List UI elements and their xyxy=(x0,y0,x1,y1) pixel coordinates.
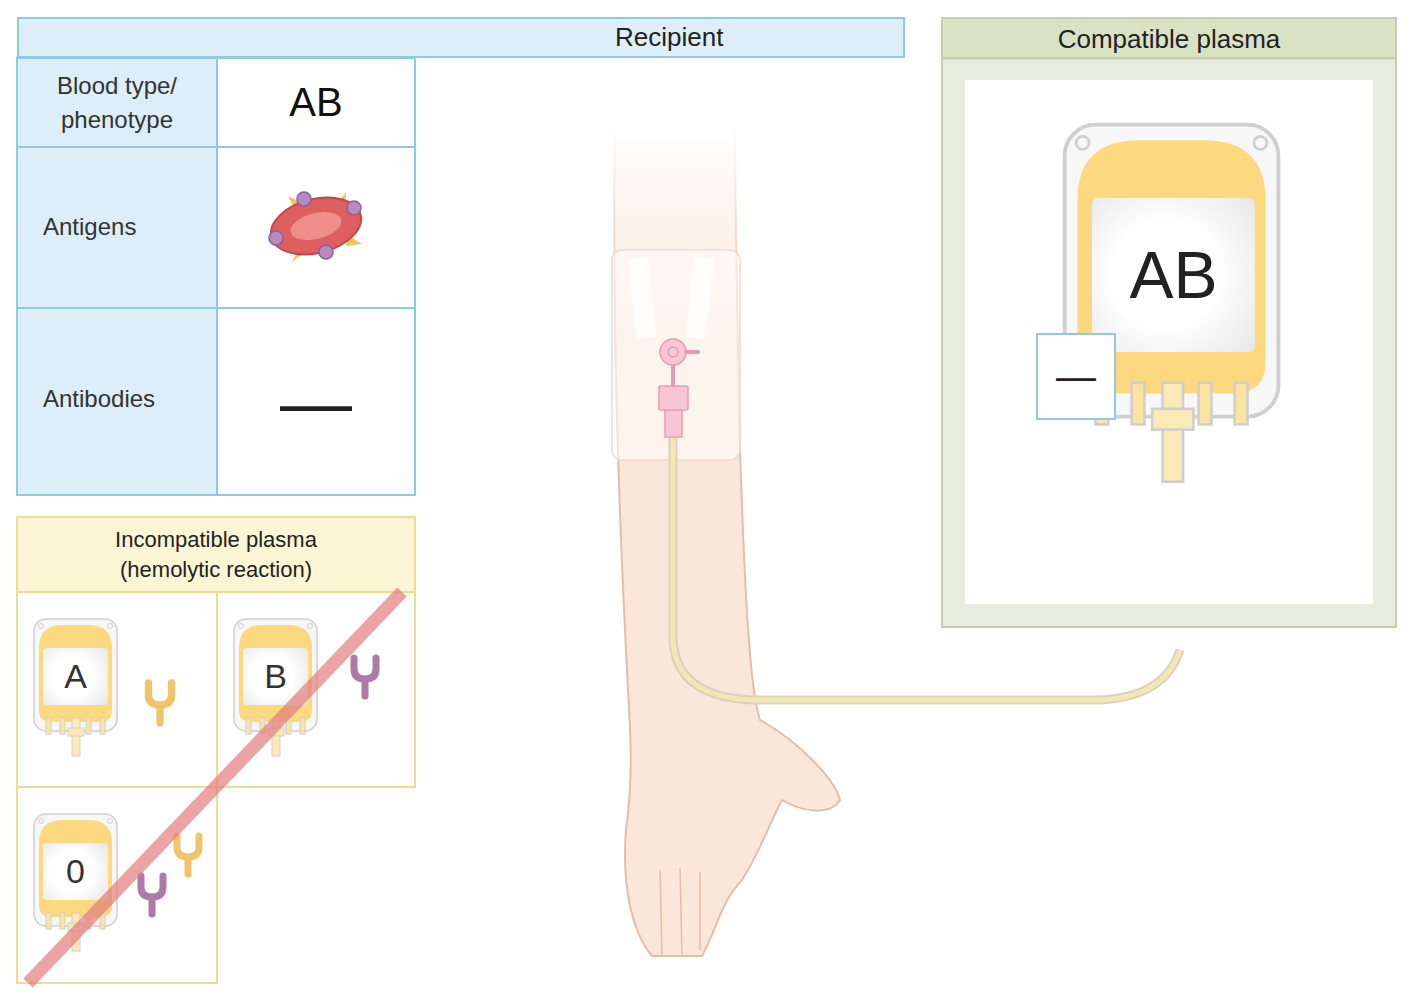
table-value-column xyxy=(217,58,415,495)
cell-center xyxy=(288,207,345,245)
antibody-anti-a xyxy=(354,658,376,696)
table-rule xyxy=(17,146,415,148)
catheter-port xyxy=(668,347,678,357)
table-cell-box: AB xyxy=(217,58,415,147)
antigen-b xyxy=(288,196,304,210)
panel-cell xyxy=(17,592,217,787)
blood-type: 0 xyxy=(66,852,85,891)
row-header-box: Blood type/ phenotype xyxy=(17,58,217,147)
blood-type: B xyxy=(264,657,287,696)
red-blood-cell xyxy=(265,189,367,264)
antigen-a xyxy=(297,192,311,206)
compatible-panel: Compatible plasmaAB — xyxy=(941,17,1397,628)
row-header: Antibodies xyxy=(43,385,155,413)
panel-cell xyxy=(17,787,217,983)
incompatible-cross xyxy=(28,592,402,983)
arm-outline xyxy=(614,125,840,956)
table-cell: — xyxy=(280,361,352,443)
panel-cell xyxy=(217,592,415,787)
bag-label: B xyxy=(243,648,308,705)
catheter-hub xyxy=(665,408,682,437)
blood-type: A xyxy=(64,657,87,696)
catheter-wing xyxy=(686,350,698,354)
catheter-port xyxy=(660,339,686,365)
panel-header xyxy=(17,517,415,592)
antigen-a xyxy=(269,231,283,245)
antibody-anti-b xyxy=(148,683,171,723)
plasma-bag xyxy=(34,619,117,756)
incompatible-panel: Incompatible plasma (hemolytic reaction)… xyxy=(17,517,415,983)
antibody-anti-b xyxy=(177,836,199,874)
antibody-anti-a xyxy=(141,876,163,914)
bag-label: 0 xyxy=(43,843,108,900)
table-rule xyxy=(216,58,218,495)
row-header-box: Antibodies xyxy=(43,380,213,418)
bag-label: AB xyxy=(1092,198,1255,352)
header-band: Recipient xyxy=(17,17,905,58)
row-header: Antigens xyxy=(43,213,136,241)
table-header-column xyxy=(17,58,217,495)
cell-body xyxy=(265,189,367,264)
band-title: Recipient xyxy=(615,22,723,53)
plasma-bag xyxy=(34,814,117,951)
row-header: Blood type/ phenotype xyxy=(32,69,202,137)
antigen-b xyxy=(336,192,346,210)
dressing-strip xyxy=(686,257,714,339)
dressing-strip xyxy=(628,257,656,339)
row-header-box: Antigens xyxy=(43,208,213,246)
dressing xyxy=(612,250,740,460)
table-border xyxy=(17,58,415,495)
antibody-tag: — xyxy=(1036,333,1116,420)
antigen-b xyxy=(292,247,308,262)
panel-title: Incompatible plasma (hemolytic reaction) xyxy=(91,517,341,592)
finger-lines xyxy=(660,868,700,955)
catheter-line xyxy=(671,364,675,386)
table-rule xyxy=(17,307,415,309)
antigen-b xyxy=(346,235,362,246)
bag-label: A xyxy=(43,648,108,705)
antibody-value: — xyxy=(1056,354,1096,399)
antigen-a xyxy=(347,201,361,215)
catheter-hub xyxy=(659,386,688,410)
antigen-a xyxy=(319,245,333,259)
table-cell-box: — xyxy=(217,308,415,495)
blood-type: AB xyxy=(1129,237,1217,313)
panel-title: Compatible plasma xyxy=(1058,24,1281,55)
table-cell: AB xyxy=(289,80,342,125)
plasma-bag xyxy=(234,619,317,756)
